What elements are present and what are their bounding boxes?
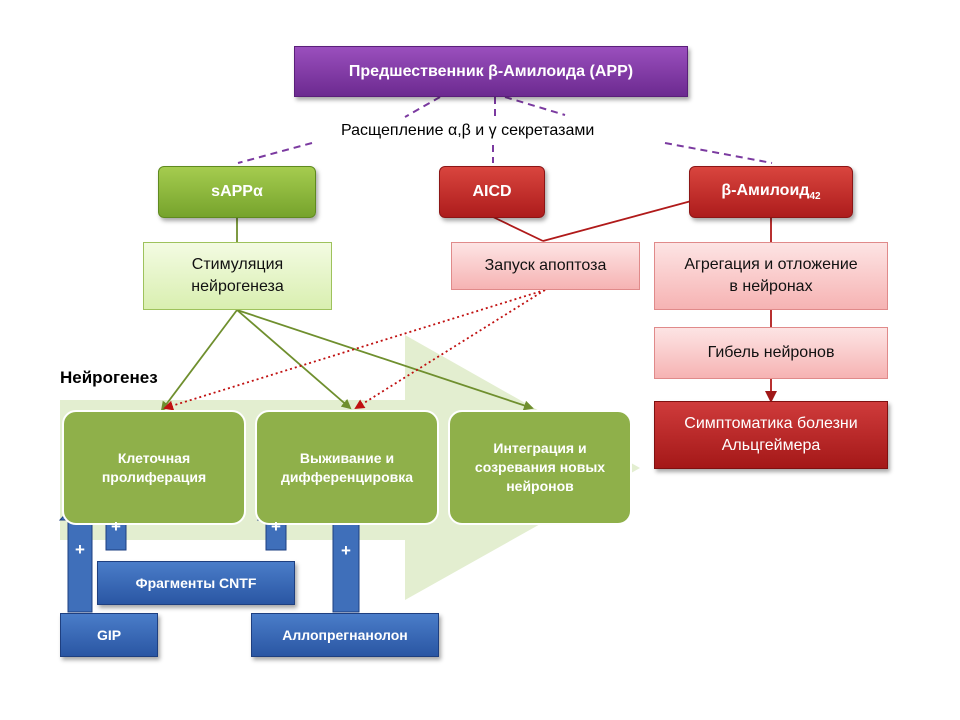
aggregation-line2: в нейронах [729, 278, 813, 295]
stage3-line2: созревания новых [474, 459, 606, 476]
allopregnanolone-label: Аллопрегнанолон [282, 626, 408, 643]
stage-integration-maturation: Интеграция и созревания новых нейронов [448, 410, 632, 525]
apoptosis-label: Запуск апоптоза [484, 257, 607, 275]
beta-amyloid-box: β-Амилоид42 [689, 166, 853, 218]
dashed-cleavage-lines [237, 96, 773, 164]
stage3-line3: нейронов [506, 477, 574, 494]
stage3-line1: Интеграция и [493, 440, 587, 457]
app-precursor-label: Предшественник β-Амилоида (APP) [348, 62, 634, 80]
stimulation-line1: Стимуляция [191, 256, 284, 274]
red-solid-lines [492, 199, 777, 403]
aicd-box: AICD [439, 166, 545, 218]
sappa-box: sAPPα [158, 166, 316, 218]
plus-sign-cntf-prolif: + [111, 517, 121, 536]
stage2-line1: Выживание и [299, 449, 395, 466]
beta-amyloid-subscript: 42 [809, 191, 821, 203]
beta-amyloid-label: β-Амилоид42 [721, 180, 820, 204]
plus-sign-gip: + [75, 540, 85, 559]
plus-sign-cntf-survival: + [271, 517, 281, 536]
stage1-line2: пролиферация [101, 468, 207, 485]
stage2-line2: дифференцировка [280, 468, 414, 485]
neuron-death-label: Гибель нейронов [707, 344, 835, 362]
aggregation-box: Агрегация и отложение в нейронах [654, 242, 888, 310]
gip-label: GIP [96, 626, 122, 643]
beta-amyloid-main: β-Амилоид [721, 182, 810, 200]
alzheimer-symptoms-box: Симптоматика болезни Альцгеймера [654, 401, 888, 469]
green-arrows [160, 309, 534, 412]
symptoms-line2: Альцгеймера [721, 437, 821, 454]
apoptosis-box: Запуск апоптоза [451, 242, 640, 290]
red-dotted-arrows [163, 289, 546, 411]
aicd-label: AICD [472, 183, 512, 201]
cntf-fragments-box: Фрагменты CNTF [97, 561, 295, 605]
sappa-label: sAPPα [211, 183, 263, 201]
plus-sign-allo: + [341, 541, 351, 560]
cleavage-label: Расщепление α,β и γ секретазами [341, 122, 595, 139]
allopregnanolone-box: Аллопрегнанолон [251, 613, 439, 657]
aggregation-line1: Агрегация и отложение [684, 256, 858, 274]
neuron-death-box: Гибель нейронов [654, 327, 888, 379]
gip-box: GIP [60, 613, 158, 657]
stage1-line1: Клеточная [117, 449, 191, 466]
stimulation-box: Стимуляция нейрогенеза [143, 242, 332, 310]
app-precursor-box: Предшественник β-Амилоида (APP) [294, 46, 688, 97]
symptoms-line1: Симптоматика болезни [684, 415, 858, 433]
stage-cell-proliferation: Клеточная пролиферация [62, 410, 246, 525]
stimulation-line2: нейрогенеза [191, 278, 284, 295]
stage-survival-differentiation: Выживание и дифференцировка [255, 410, 439, 525]
cntf-fragments-label: Фрагменты CNTF [135, 574, 257, 591]
neurogenesis-heading: Нейрогенез [60, 368, 158, 387]
